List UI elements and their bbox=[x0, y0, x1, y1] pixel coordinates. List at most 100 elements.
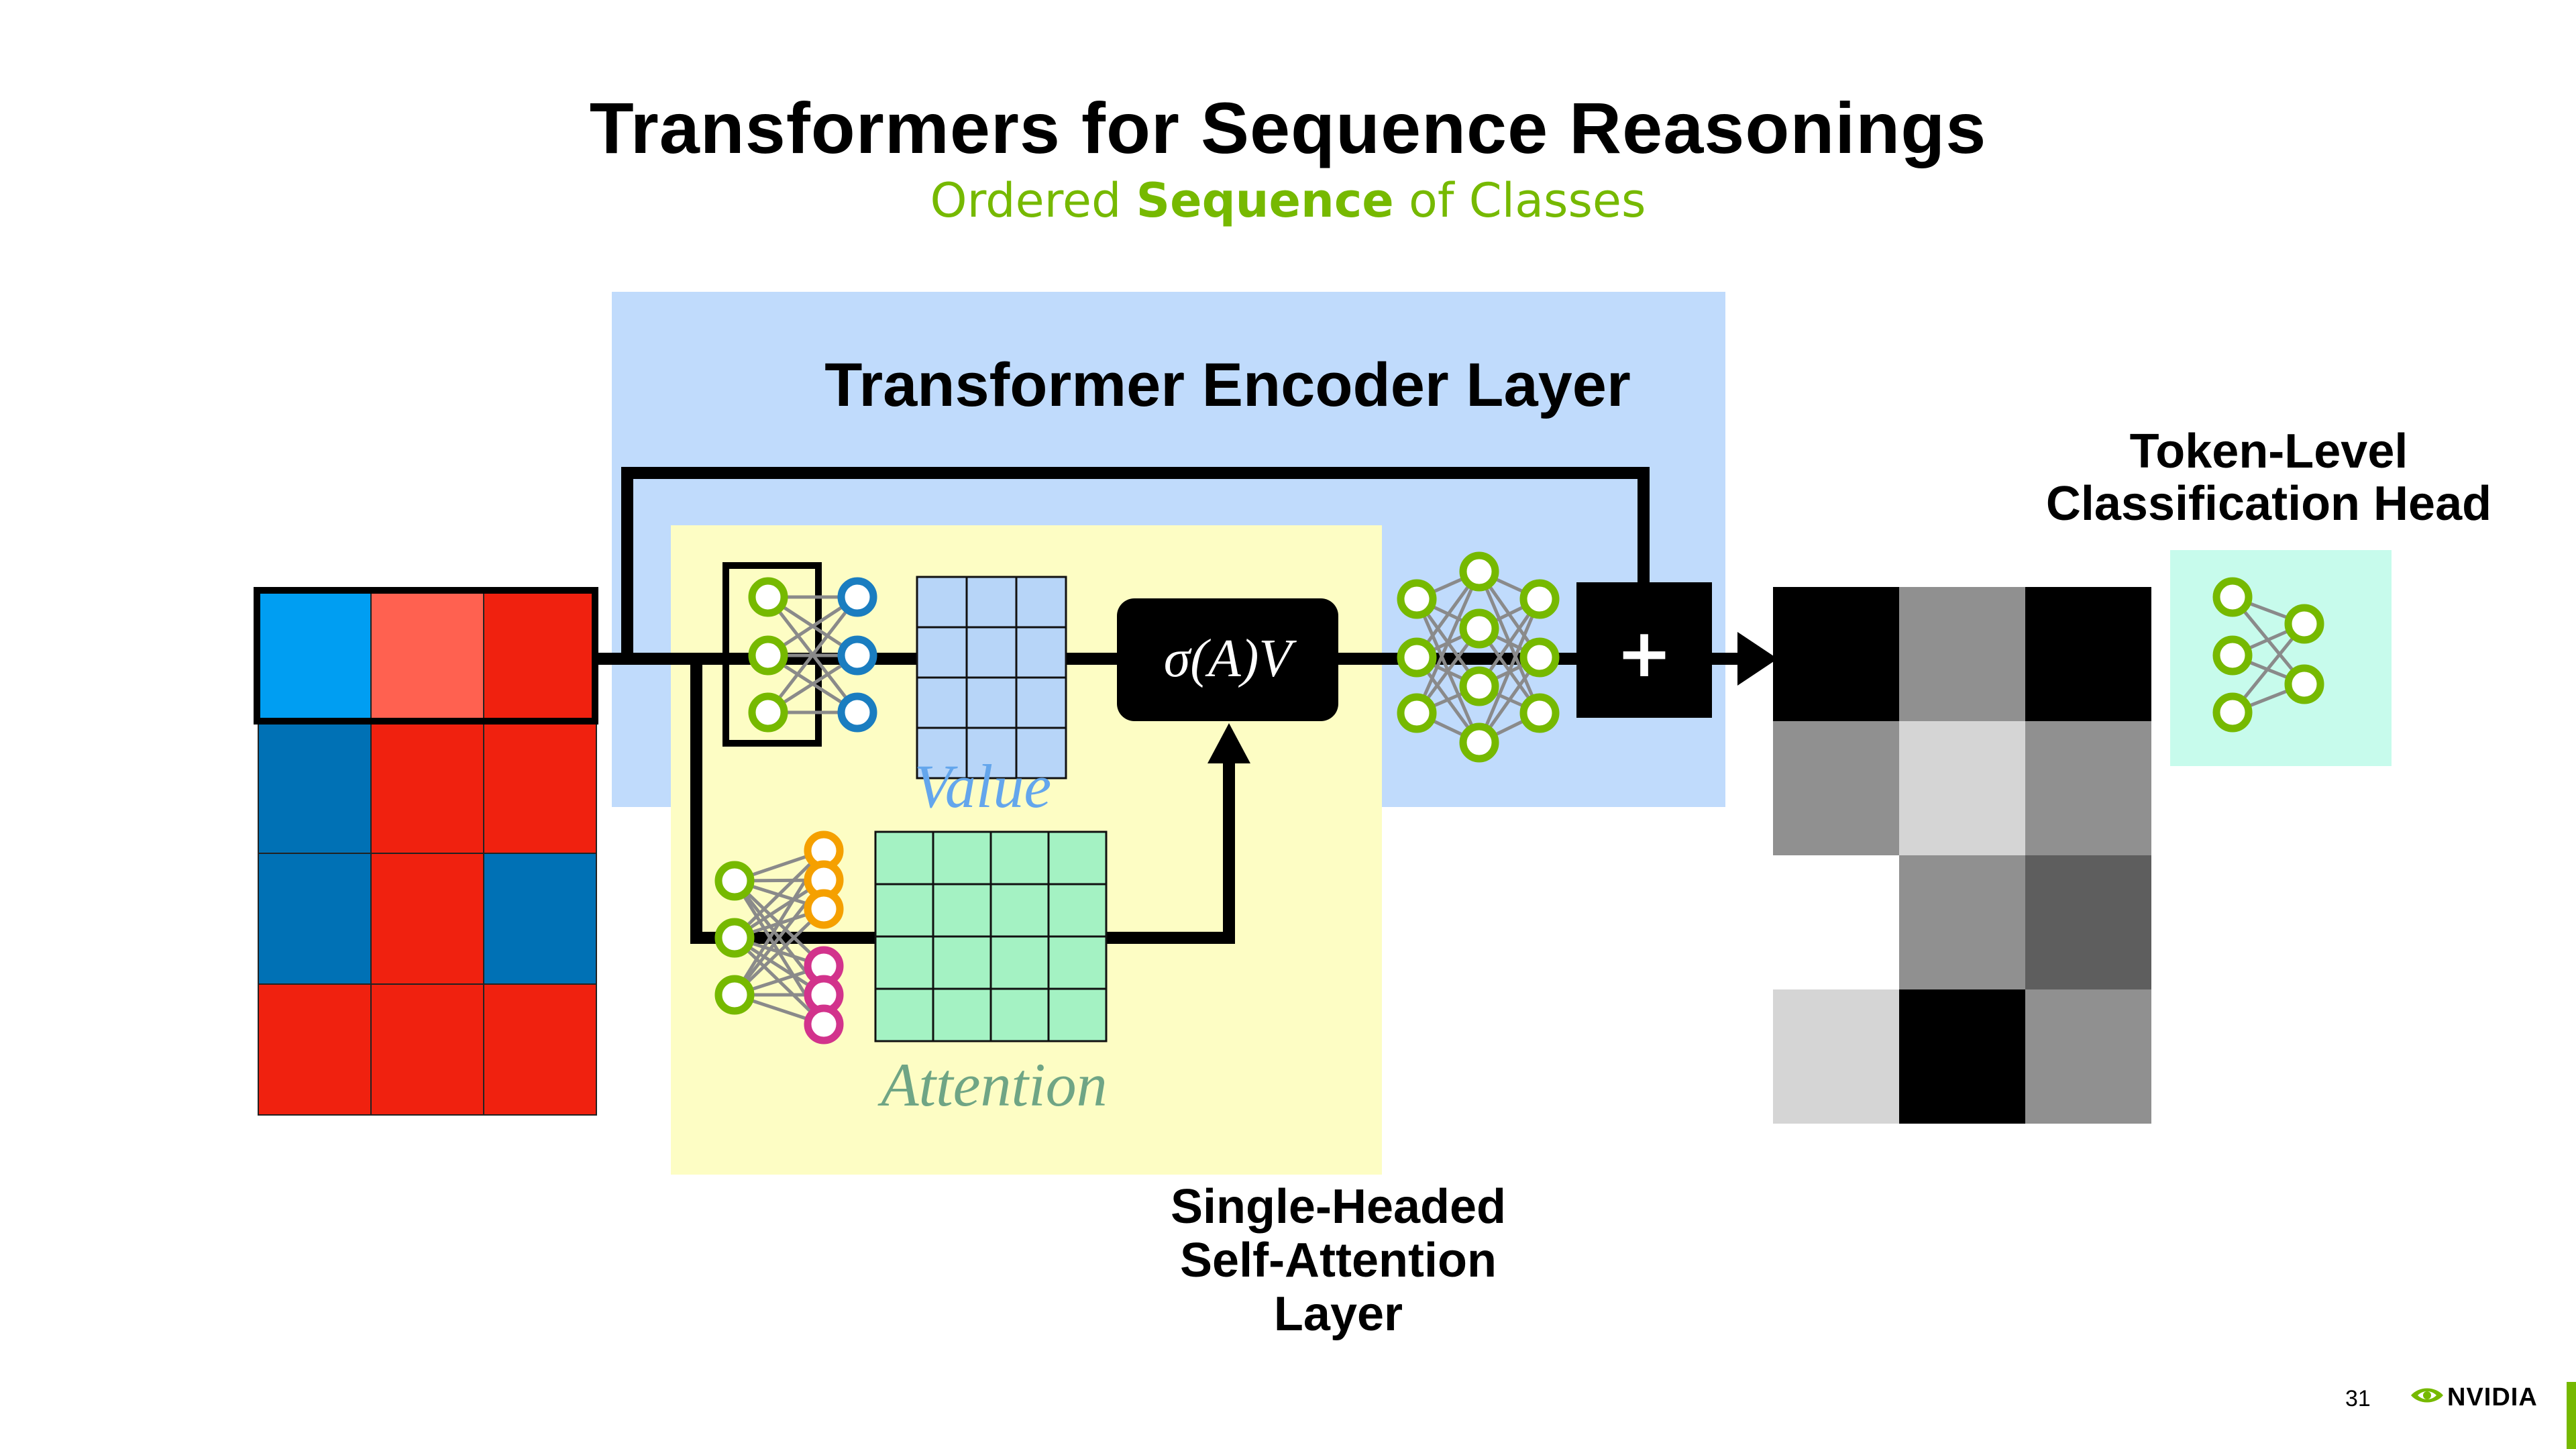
value-net-node bbox=[837, 635, 877, 676]
subtitle-emphasis: Sequence bbox=[1136, 173, 1394, 228]
value-matrix-cell bbox=[1015, 626, 1067, 679]
output-arrowhead bbox=[1737, 632, 1778, 686]
attention-matrix-cell bbox=[932, 830, 992, 885]
subtitle-prefix: Ordered bbox=[930, 173, 1136, 228]
encoder-layer-label: Transformer Encoder Layer bbox=[824, 351, 1631, 419]
query-key-projection-network bbox=[714, 830, 844, 1044]
attention-layer-label-line1: Single-Headed bbox=[1171, 1180, 1506, 1234]
value-net-node bbox=[837, 692, 877, 733]
slide-subtitle: Ordered Sequence of Classes bbox=[0, 173, 2576, 228]
value-matrix-cell bbox=[916, 727, 968, 780]
attention-matrix-cell bbox=[932, 987, 992, 1042]
head-net-node bbox=[2284, 664, 2324, 704]
attention-net-node bbox=[804, 1004, 844, 1044]
attention-matrix-cell bbox=[874, 883, 934, 938]
value-net-node bbox=[837, 577, 877, 617]
attention-net-node bbox=[714, 918, 755, 958]
ffn-net-node bbox=[1459, 608, 1499, 649]
input-grid-cell bbox=[483, 983, 597, 1116]
output-grid-cell bbox=[2025, 587, 2151, 721]
output-grid-cell bbox=[1773, 587, 1899, 721]
attention-net-node bbox=[714, 975, 755, 1015]
ffn-net-edge bbox=[1415, 570, 1481, 714]
classification-head-label-line2: Classification Head bbox=[2046, 477, 2491, 531]
attention-matrix-cell bbox=[1047, 935, 1108, 990]
attention-to-formula-line bbox=[1107, 758, 1235, 944]
attention-matrix-cell bbox=[874, 830, 934, 885]
attention-matrix-cell bbox=[874, 987, 934, 1042]
value-matrix-cell bbox=[1015, 576, 1067, 629]
attention-matrix-cell bbox=[1047, 830, 1108, 885]
input-grid-cell bbox=[370, 591, 484, 723]
classification-head-label-line1: Token-Level bbox=[2130, 425, 2408, 478]
softmax-formula-box bbox=[1117, 598, 1338, 721]
ffn-net-node bbox=[1519, 693, 1560, 733]
feed-forward-network bbox=[1397, 551, 1560, 763]
nvidia-logo-text: NVIDIA bbox=[2447, 1383, 2538, 1411]
attention-matrix-cell bbox=[932, 883, 992, 938]
value-net-node bbox=[748, 635, 788, 676]
input-grid-cell bbox=[370, 722, 484, 854]
head-net-node bbox=[2284, 604, 2324, 644]
input-grid-cell bbox=[258, 591, 372, 723]
attention-matrix-cell bbox=[989, 935, 1050, 990]
page-number: 31 bbox=[2345, 1386, 2371, 1411]
input-grid-cell bbox=[370, 983, 484, 1116]
output-class-grid bbox=[1773, 587, 2151, 1124]
attention-net-edge bbox=[733, 908, 825, 996]
value-matrix bbox=[916, 576, 1067, 780]
nvidia-eye-icon bbox=[2411, 1388, 2443, 1403]
attention-label: Attention bbox=[877, 1051, 1107, 1119]
input-grid-cell bbox=[483, 722, 597, 854]
residual-connection bbox=[621, 467, 1650, 659]
input-grid-cell bbox=[258, 722, 372, 854]
value-matrix-cell bbox=[1015, 676, 1067, 729]
accent-edge-bar bbox=[2567, 1382, 2576, 1449]
head-net-node bbox=[2212, 635, 2253, 676]
ffn-net-node bbox=[1397, 693, 1437, 733]
input-grid-cell bbox=[483, 853, 597, 985]
output-grid-cell bbox=[2025, 855, 2151, 989]
value-label: Value bbox=[914, 752, 1051, 820]
ffn-net-node bbox=[1397, 579, 1437, 619]
attention-net-node bbox=[804, 889, 844, 929]
input-grid-cell bbox=[370, 853, 484, 985]
output-grid-cell bbox=[1899, 989, 2025, 1124]
classification-head-network bbox=[2212, 577, 2324, 733]
residual-add-symbol: + bbox=[1616, 614, 1672, 692]
output-grid-cell bbox=[1899, 587, 2025, 721]
value-net-edge bbox=[767, 596, 859, 714]
input-grid-cell bbox=[258, 983, 372, 1116]
ffn-net-node bbox=[1519, 637, 1560, 678]
attention-matrix bbox=[874, 830, 1108, 1042]
attention-arrowhead bbox=[1208, 723, 1250, 763]
residual-add-box bbox=[1576, 582, 1712, 718]
subtitle-suffix: of Classes bbox=[1393, 173, 1646, 228]
output-grid-cell bbox=[2025, 721, 2151, 855]
input-grid-cell bbox=[483, 591, 597, 723]
attention-matrix-cell bbox=[989, 830, 1050, 885]
ffn-net-node bbox=[1459, 666, 1499, 706]
attention-matrix-cell bbox=[989, 883, 1050, 938]
ffn-net-node bbox=[1519, 579, 1560, 619]
head-net-node bbox=[2212, 577, 2253, 617]
head-net-node bbox=[2212, 692, 2253, 733]
attention-matrix-cell bbox=[932, 935, 992, 990]
attention-net-edge bbox=[733, 849, 825, 939]
output-grid-cell bbox=[1773, 855, 1899, 989]
ffn-net-node bbox=[1459, 722, 1499, 763]
value-matrix-cell bbox=[965, 676, 1018, 729]
ffn-net-node bbox=[1459, 551, 1499, 592]
input-sequence-grid bbox=[258, 591, 597, 1116]
softmax-formula: σ(A)V bbox=[1164, 629, 1297, 688]
value-projection-network bbox=[748, 577, 877, 733]
value-matrix-cell bbox=[916, 676, 968, 729]
value-matrix-cell bbox=[965, 626, 1018, 679]
ffn-net-node bbox=[1397, 637, 1437, 678]
value-net-node bbox=[748, 577, 788, 617]
value-net-node bbox=[748, 692, 788, 733]
attention-branch-line bbox=[690, 659, 879, 944]
slide-title: Transformers for Sequence Reasonings bbox=[589, 87, 1987, 168]
attention-matrix-cell bbox=[874, 935, 934, 990]
